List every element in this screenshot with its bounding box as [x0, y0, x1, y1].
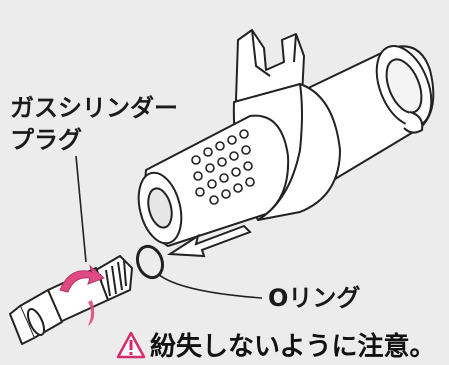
- warning-text: 紛失しないように注意。: [150, 332, 436, 362]
- gas-cylinder-plug-label-line2: プラグ: [10, 126, 82, 154]
- rotation-arrow: [59, 264, 105, 293]
- assembly-direction-arrow: [166, 224, 252, 258]
- vent-holes: [191, 129, 255, 205]
- o-ring: [135, 244, 165, 280]
- o-ring-label: Oリング: [268, 284, 361, 312]
- gas-cylinder-plug-label: ガスシリンダー: [10, 94, 178, 122]
- warning-note: 紛失しないように注意。: [116, 326, 435, 363]
- gas-cylinder-plug: [9, 255, 133, 345]
- warning-triangle-icon: [116, 331, 146, 358]
